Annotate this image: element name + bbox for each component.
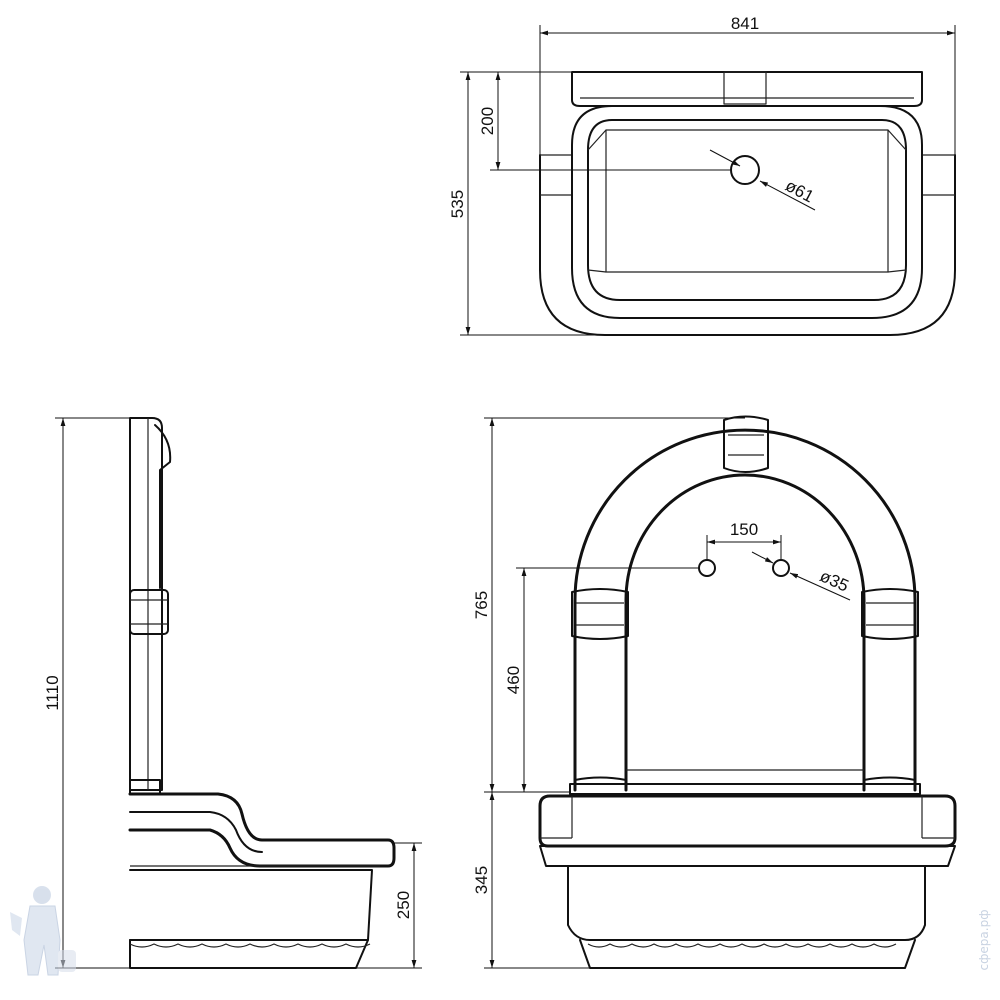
dim-drain-offset: 200 [478, 107, 497, 135]
side-view [55, 417, 422, 969]
tap-hole-right [772, 559, 790, 577]
dim-hole-diameter: ø35 [817, 566, 851, 595]
dim-frame-height: 765 [472, 591, 491, 619]
dim-basin-height: 250 [394, 891, 413, 919]
watermark-text: сфера.рф [977, 910, 991, 971]
drain-hole [730, 155, 760, 185]
front-view [484, 415, 957, 969]
dim-hole-spacing: 150 [730, 520, 758, 539]
dim-hole-height: 460 [504, 666, 523, 694]
dim-overall-width: 841 [731, 14, 759, 33]
dim-drain-diameter: ø61 [782, 176, 817, 207]
plumber-mascot-logo [10, 886, 76, 976]
top-view [460, 25, 956, 336]
dim-total-height: 1110 [43, 675, 62, 710]
tap-hole-left [698, 559, 716, 577]
dim-basin-front-height: 345 [472, 866, 491, 894]
dim-depth: 535 [448, 190, 467, 218]
